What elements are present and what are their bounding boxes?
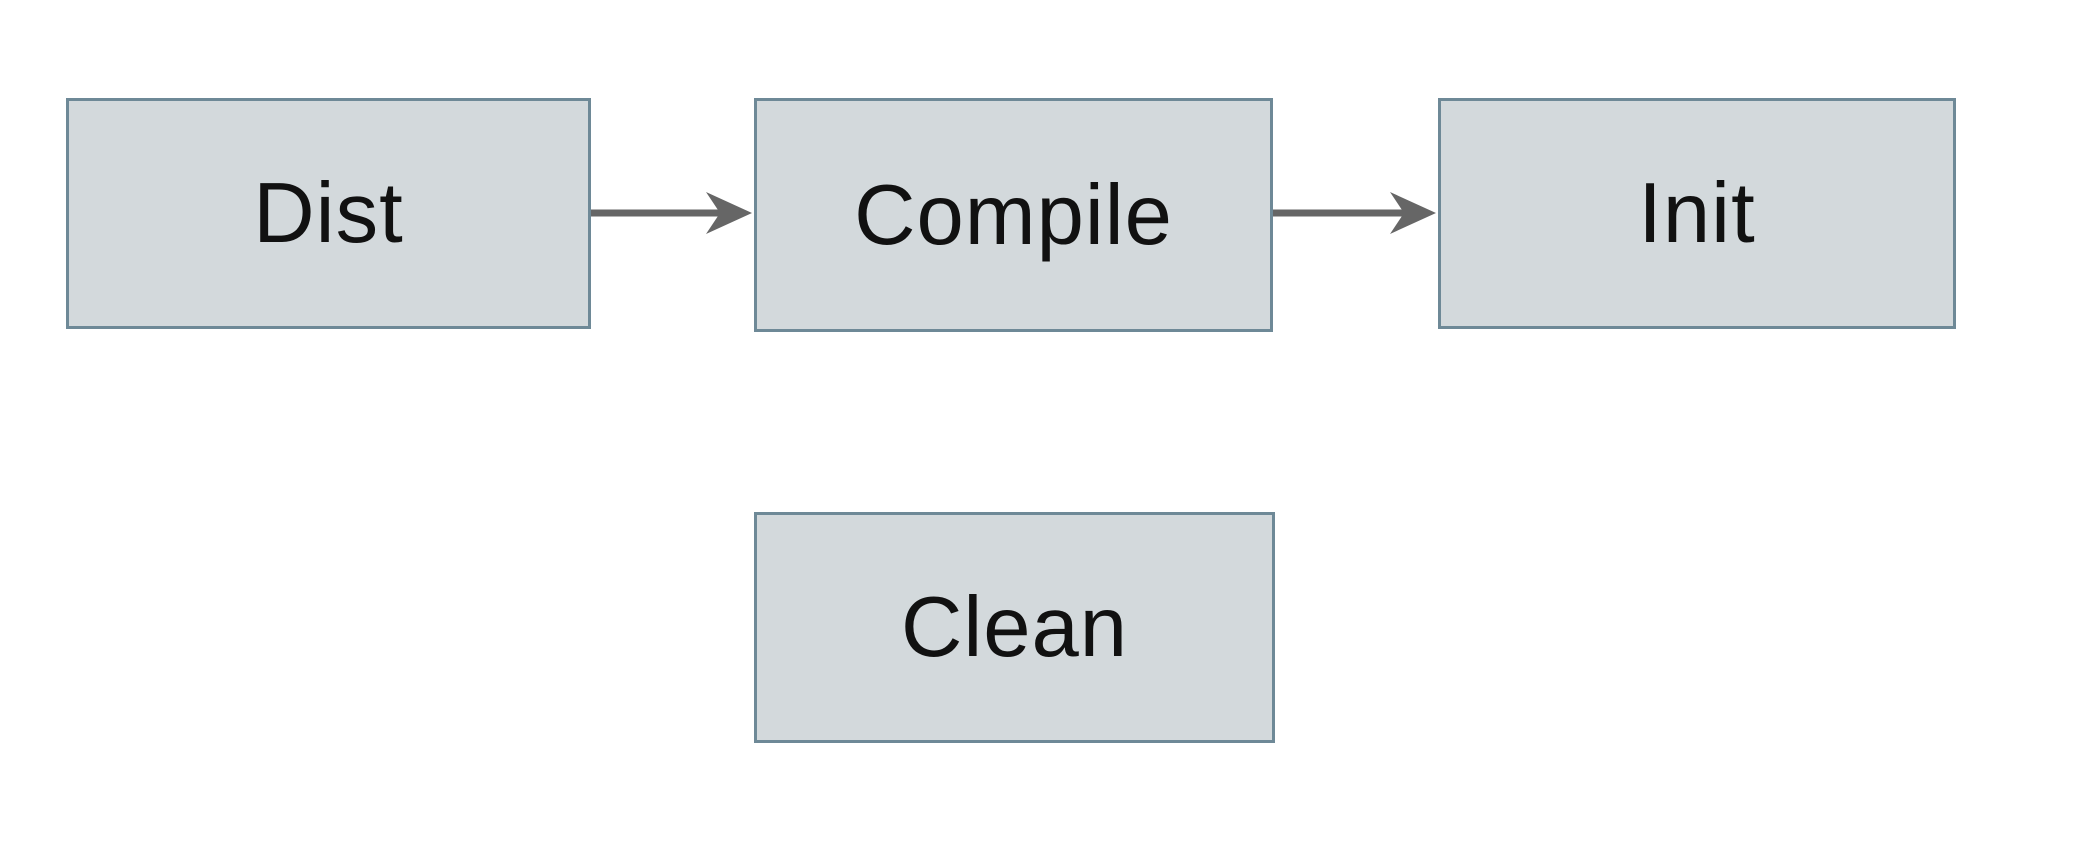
node-label-dist: Dist	[253, 166, 404, 261]
arrow-dist-to-compile[interactable]	[591, 192, 752, 234]
arrowhead-icon	[1390, 192, 1436, 234]
node-label-clean: Clean	[900, 580, 1129, 675]
node-init[interactable]: Init	[1438, 98, 1956, 329]
node-dist[interactable]: Dist	[66, 98, 591, 329]
node-clean[interactable]: Clean	[754, 512, 1275, 743]
node-label-init: Init	[1638, 166, 1756, 261]
arrowhead-icon	[706, 192, 752, 234]
arrow-compile-to-init[interactable]	[1273, 192, 1436, 234]
node-label-compile: Compile	[854, 167, 1173, 263]
node-compile[interactable]: Compile	[754, 98, 1273, 332]
